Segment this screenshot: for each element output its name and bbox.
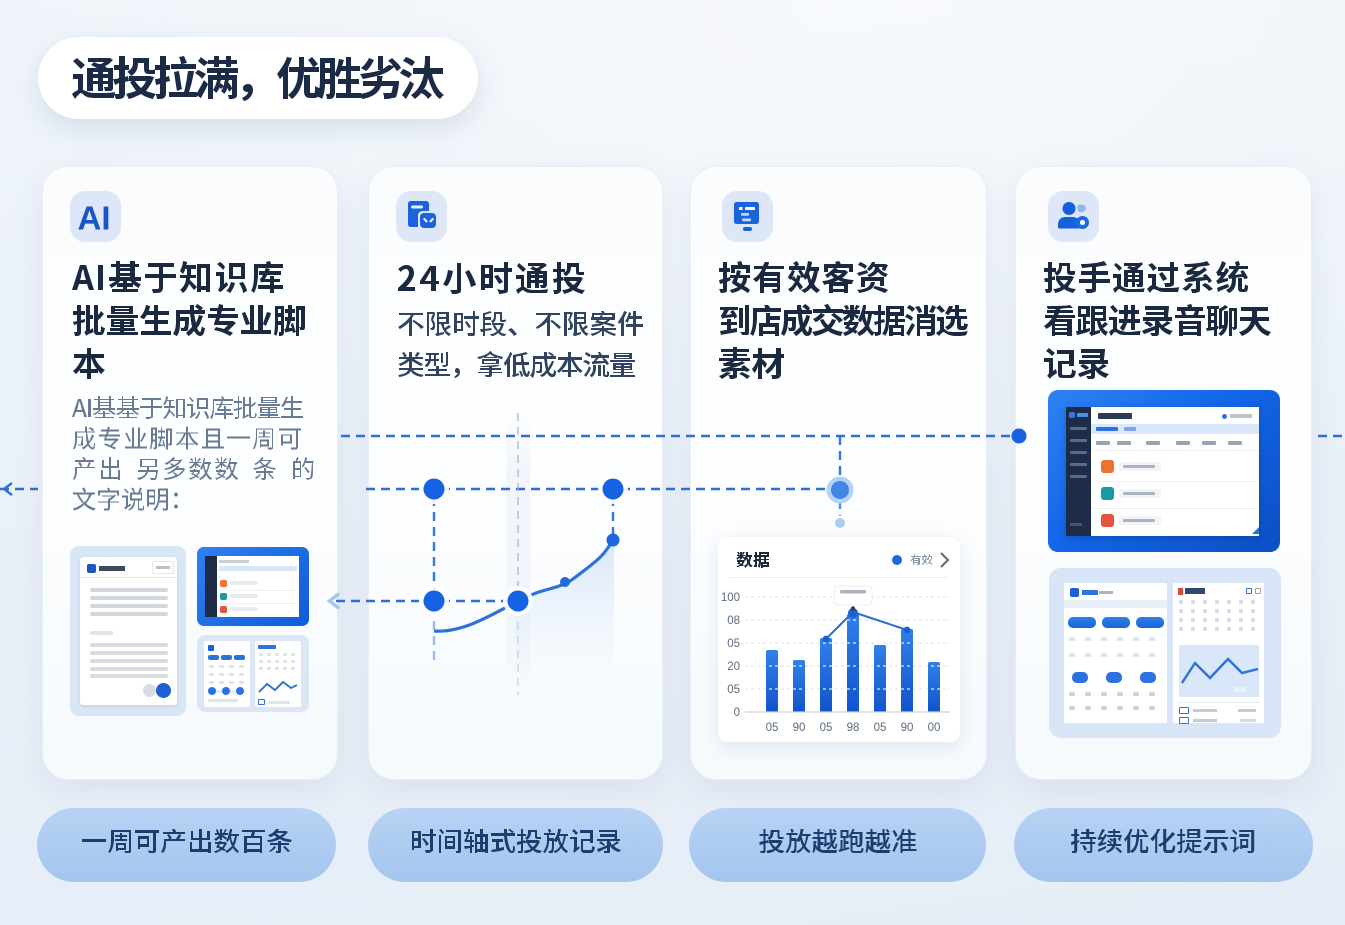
svg-text:AI: AI: [78, 200, 111, 237]
